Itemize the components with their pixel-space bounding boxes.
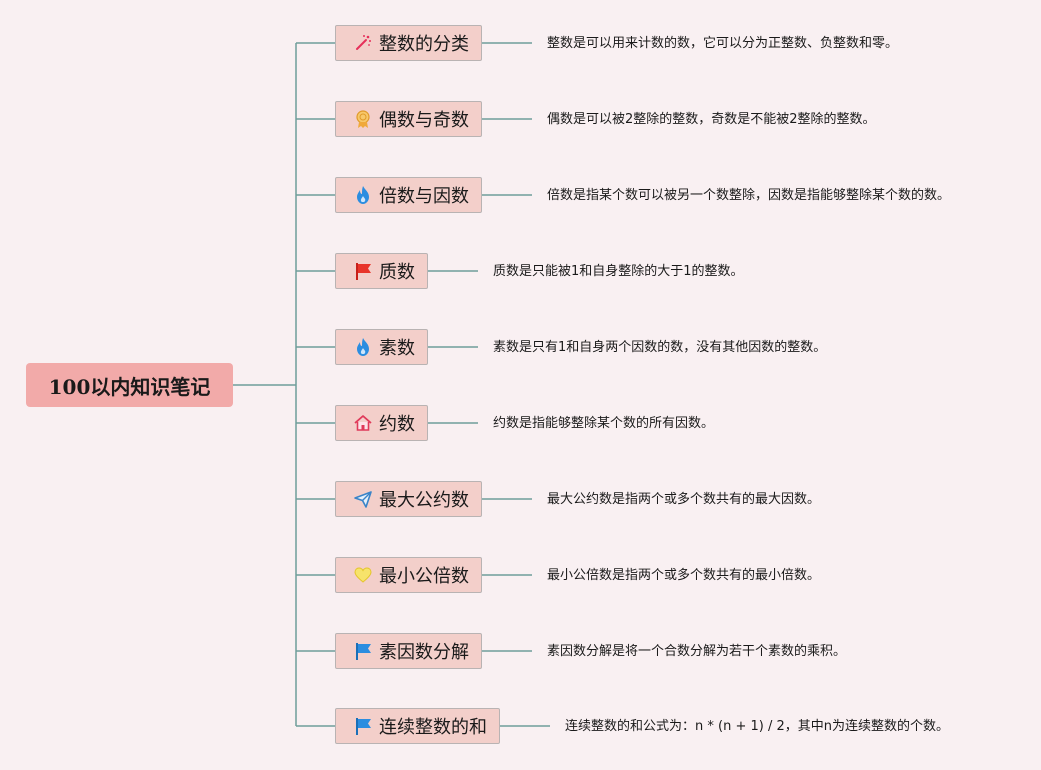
fire-icon	[352, 184, 374, 206]
root-node[interactable]: 100以内知识笔记	[26, 363, 233, 407]
topic-note: 素数是只有1和自身两个因数的数，没有其他因数的整数。	[493, 340, 827, 355]
blue-flag-icon	[352, 715, 374, 737]
topic-prime-factorization[interactable]: 素因数分解	[335, 633, 482, 669]
topic-note: 约数是指能够整除某个数的所有因数。	[493, 416, 715, 431]
topic-divisor[interactable]: 约数	[335, 405, 428, 441]
topic-integer-classification[interactable]: 整数的分类	[335, 25, 482, 61]
topic-label: 质数	[379, 262, 415, 283]
heart-icon	[352, 564, 374, 586]
topic-note: 最小公倍数是指两个或多个数共有的最小倍数。	[547, 568, 821, 583]
topic-label: 偶数与奇数	[379, 110, 469, 131]
topic-note: 素因数分解是将一个合数分解为若干个素数的乘积。	[547, 644, 847, 659]
topic-label: 整数的分类	[379, 34, 469, 55]
topic-label: 连续整数的和	[379, 717, 487, 738]
topic-label: 倍数与因数	[379, 186, 469, 207]
topic-label: 最小公倍数	[379, 566, 469, 587]
topic-note: 倍数是指某个数可以被另一个数整除，因数是指能够整除某个数的数。	[547, 188, 951, 203]
topic-label: 最大公约数	[379, 490, 469, 511]
topic-note: 连续整数的和公式为：n * (n + 1) / 2，其中n为连续整数的个数。	[565, 719, 949, 734]
topic-label: 约数	[379, 414, 415, 435]
topic-note: 质数是只能被1和自身整除的大于1的整数。	[493, 264, 744, 279]
fire-icon	[352, 336, 374, 358]
magic-wand-icon	[352, 32, 374, 54]
topic-label: 素因数分解	[379, 642, 469, 663]
topic-note: 偶数是可以被2整除的整数，奇数是不能被2整除的整数。	[547, 112, 876, 127]
topic-note: 整数是可以用来计数的数，它可以分为正整数、负整数和零。	[547, 36, 899, 51]
topic-lcm[interactable]: 最小公倍数	[335, 557, 482, 593]
topic-prime-number[interactable]: 质数	[335, 253, 428, 289]
award-medal-icon	[352, 108, 374, 130]
paper-plane-icon	[352, 488, 374, 510]
red-flag-icon	[352, 260, 374, 282]
topic-label: 素数	[379, 338, 415, 359]
topic-consecutive-sum[interactable]: 连续整数的和	[335, 708, 500, 744]
topic-su-number[interactable]: 素数	[335, 329, 428, 365]
topic-gcd[interactable]: 最大公约数	[335, 481, 482, 517]
topic-multiples-factors[interactable]: 倍数与因数	[335, 177, 482, 213]
root-title: 100以内知识笔记	[48, 374, 211, 399]
home-icon	[352, 412, 374, 434]
topic-even-odd[interactable]: 偶数与奇数	[335, 101, 482, 137]
blue-flag-icon	[352, 640, 374, 662]
topic-note: 最大公约数是指两个或多个数共有的最大因数。	[547, 492, 821, 507]
